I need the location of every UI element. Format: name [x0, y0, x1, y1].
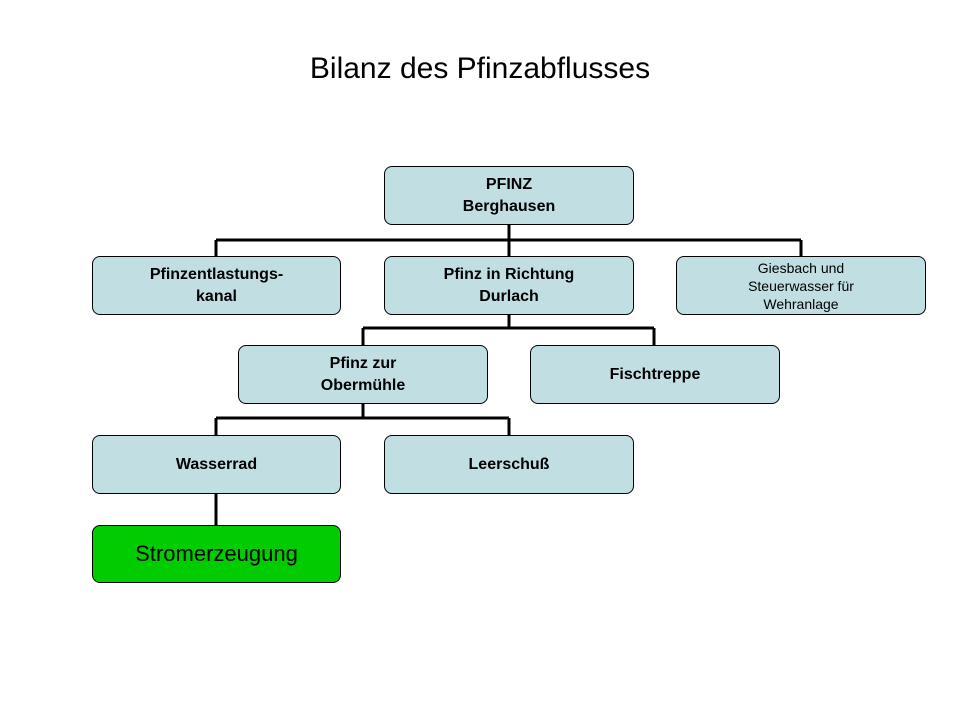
node-giesbach: Giesbach und Steuerwasser für Wehranlage [676, 256, 926, 315]
node-obermuehle: Pfinz zur Obermühle [238, 345, 488, 404]
node-richtung-durlach: Pfinz in Richtung Durlach [384, 256, 634, 315]
node-entlastungskanal: Pfinzentlastungs- kanal [92, 256, 341, 315]
node-fischtreppe: Fischtreppe [530, 345, 780, 404]
node-leerschuss: Leerschuß [384, 435, 634, 494]
node-wasserrad: Wasserrad [92, 435, 341, 494]
node-pfinz-berghausen: PFINZ Berghausen [384, 166, 634, 225]
node-stromerzeugung: Stromerzeugung [92, 525, 341, 583]
diagram-title: Bilanz des Pfinzabflusses [309, 52, 651, 85]
